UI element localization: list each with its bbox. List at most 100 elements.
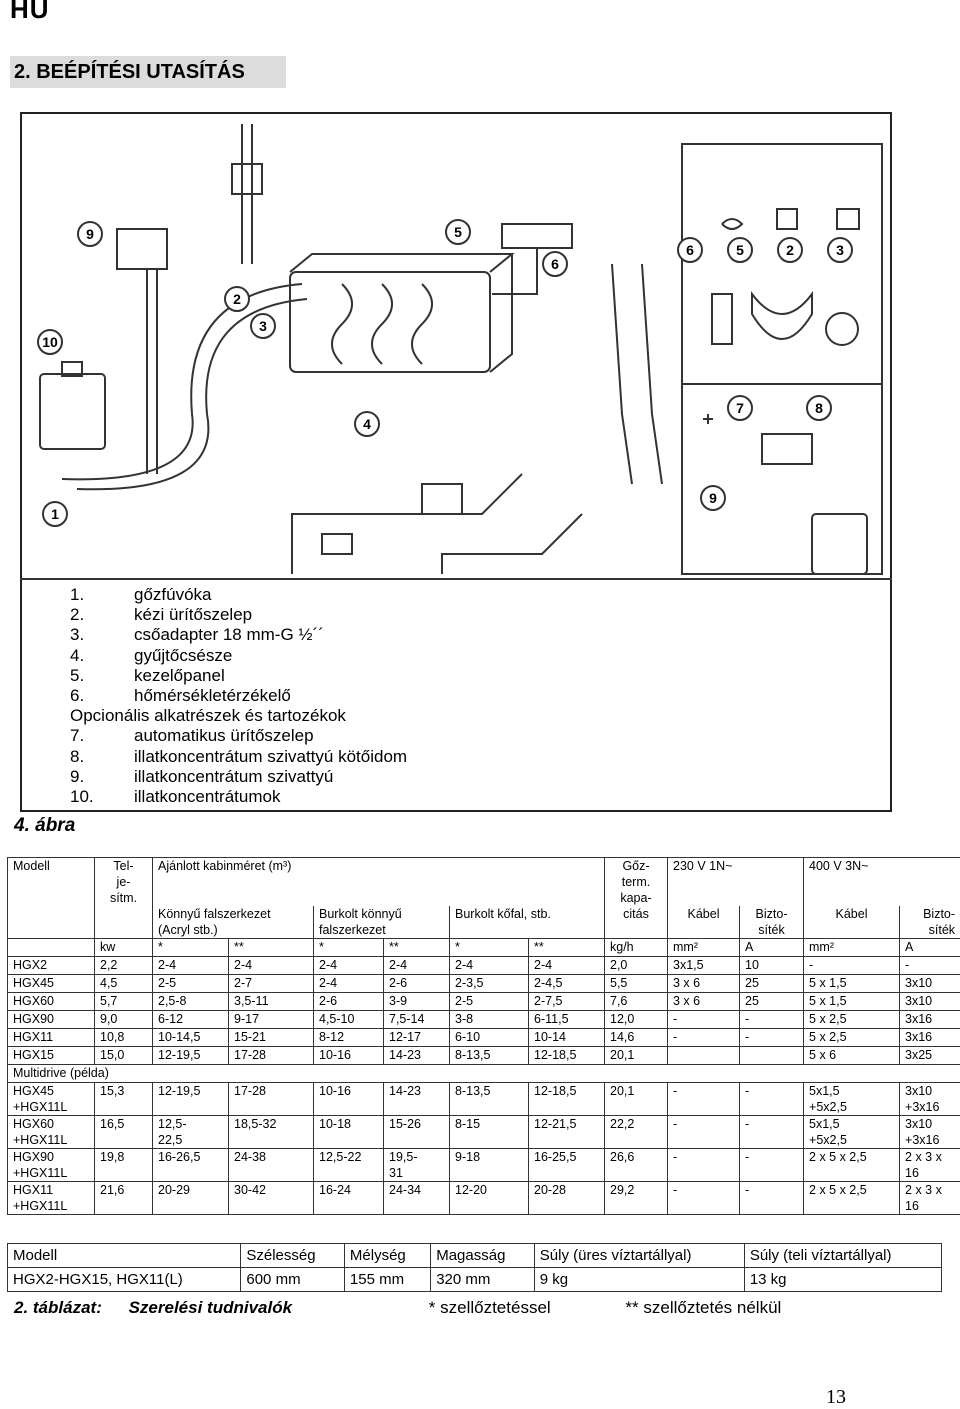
legend-item: 5.kezelőpanel xyxy=(70,666,407,686)
table-cell: 2,0 xyxy=(605,957,668,975)
table-cell: 15,0 xyxy=(95,1047,153,1065)
table-cell: ** xyxy=(229,939,314,957)
legend-item: 4.gyűjtőcsésze xyxy=(70,646,407,666)
svg-text:2: 2 xyxy=(233,291,241,307)
table-cell: A xyxy=(740,939,804,957)
table-cell: 12-19,5 xyxy=(153,1047,229,1065)
table-cell: 2 x 3 x 16 xyxy=(900,1182,960,1215)
table-cell: - xyxy=(668,1083,740,1116)
dims-header: Szélesség xyxy=(241,1244,345,1268)
legend-number: 7. xyxy=(70,726,134,746)
table-cell: - xyxy=(740,1083,804,1116)
dims-cell: HGX2-HGX15, HGX11(L) xyxy=(8,1268,241,1292)
legend-number: 6. xyxy=(70,686,134,706)
table-cell: 16-25,5 xyxy=(529,1149,605,1182)
control-panel xyxy=(502,224,572,248)
table-cell: ** xyxy=(529,939,605,957)
table-cell: 21,6 xyxy=(95,1182,153,1215)
steam-generator xyxy=(290,272,490,372)
dims-header: Súly (üres víztartállyal) xyxy=(534,1244,744,1268)
table-cell: mm² xyxy=(668,939,740,957)
table-cell: 2-5 xyxy=(153,975,229,993)
table-cell: 14,6 xyxy=(605,1029,668,1047)
table-cell: 10-16 xyxy=(314,1047,384,1065)
table-cell xyxy=(8,939,95,957)
multidrive-label: Multidrive (példa) xyxy=(8,1065,960,1083)
figure-caption: 4. ábra xyxy=(14,815,75,837)
table-cell: 2-4 xyxy=(153,957,229,975)
legend-number: 8. xyxy=(70,747,134,767)
callout-6: 6 xyxy=(543,252,567,276)
legend-text: hőmérsékletérzékelő xyxy=(134,686,291,705)
legend-number: 10. xyxy=(70,787,134,807)
table-cell: 2-4 xyxy=(529,957,605,975)
svg-text:3: 3 xyxy=(259,318,267,334)
table-cell: 30-42 xyxy=(229,1182,314,1215)
table-cell: HGX45 +HGX11L xyxy=(8,1083,95,1116)
table-cell: 17-28 xyxy=(229,1047,314,1065)
header-230v: 230 V 1N~ xyxy=(668,858,804,907)
legend-text: illatkoncentrátum szivattyú xyxy=(134,767,333,786)
table-cell: 12,5- 22,5 xyxy=(153,1116,229,1149)
table-cell: 19,8 xyxy=(95,1149,153,1182)
table-cell: 2 x 3 x 16 xyxy=(900,1149,960,1182)
table-cell: 2-7,5 xyxy=(529,993,605,1011)
canister xyxy=(40,374,105,449)
legend-item: 9.illatkoncentrátum szivattyú xyxy=(70,767,407,787)
table-cell: 15-21 xyxy=(229,1029,314,1047)
table-cell: - xyxy=(804,957,900,975)
table-cell: HGX2 xyxy=(8,957,95,975)
table-cell: 2-4 xyxy=(384,957,450,975)
dims-header: Mélység xyxy=(344,1244,430,1268)
table-cell: 3-9 xyxy=(384,993,450,1011)
svg-text:4: 4 xyxy=(363,416,371,432)
table-cell: 2-4 xyxy=(314,957,384,975)
table-cell: 3x16 xyxy=(900,1029,960,1047)
svg-text:6: 6 xyxy=(551,256,559,272)
table-cell: - xyxy=(668,1029,740,1047)
dims-cell: 13 kg xyxy=(744,1268,941,1292)
table-cell: 25 xyxy=(740,993,804,1011)
legend-number: 9. xyxy=(70,767,134,787)
legend-text: illatkoncentrátum szivattyú kötőidom xyxy=(134,747,407,766)
table-cell: 5x1,5 +5x2,5 xyxy=(804,1116,900,1149)
table-cell: 10-14,5 xyxy=(153,1029,229,1047)
table-cell: 2-4 xyxy=(314,975,384,993)
header-stone-wall: Burkolt kőfal, stb. xyxy=(450,906,605,939)
callout-9: 9 xyxy=(78,222,102,246)
table-cell: 5 x 2,5 xyxy=(804,1029,900,1047)
header-cabin-size: Ajánlott kabinméret (m³) xyxy=(153,858,605,907)
callout-3-optional: 3 xyxy=(828,238,852,262)
table-cell: 18,5-32 xyxy=(229,1116,314,1149)
table-cell xyxy=(668,1047,740,1065)
svg-text:7: 7 xyxy=(736,400,744,416)
table-cell: 2 x 5 x 2,5 xyxy=(804,1182,900,1215)
table-cell: HGX11 +HGX11L xyxy=(8,1182,95,1215)
table-cell: kg/h xyxy=(605,939,668,957)
table-cell: 17-28 xyxy=(229,1083,314,1116)
header-clad-light-wall: Burkolt könnyű falszerkezet xyxy=(314,906,450,939)
table-cell: 8-12 xyxy=(314,1029,384,1047)
table-cell: 10-16 xyxy=(314,1083,384,1116)
table-cell: 4,5-10 xyxy=(314,1011,384,1029)
table-cell: - xyxy=(668,1149,740,1182)
table-cell: HGX60 +HGX11L xyxy=(8,1116,95,1149)
table-cell: 8-15 xyxy=(450,1116,529,1149)
table-cell: 12,0 xyxy=(605,1011,668,1029)
dims-cell: 155 mm xyxy=(344,1268,430,1292)
table-cell: 2-6 xyxy=(384,975,450,993)
table-cell: 14-23 xyxy=(384,1083,450,1116)
table-cell: 3x10 +3x16 xyxy=(900,1083,960,1116)
legend-item: 10.illatkoncentrátumok xyxy=(70,787,407,807)
legend-number: 4. xyxy=(70,646,134,666)
table-cell: 12-19,5 xyxy=(153,1083,229,1116)
table-cell: 3-8 xyxy=(450,1011,529,1029)
table-cell: 5,5 xyxy=(605,975,668,993)
